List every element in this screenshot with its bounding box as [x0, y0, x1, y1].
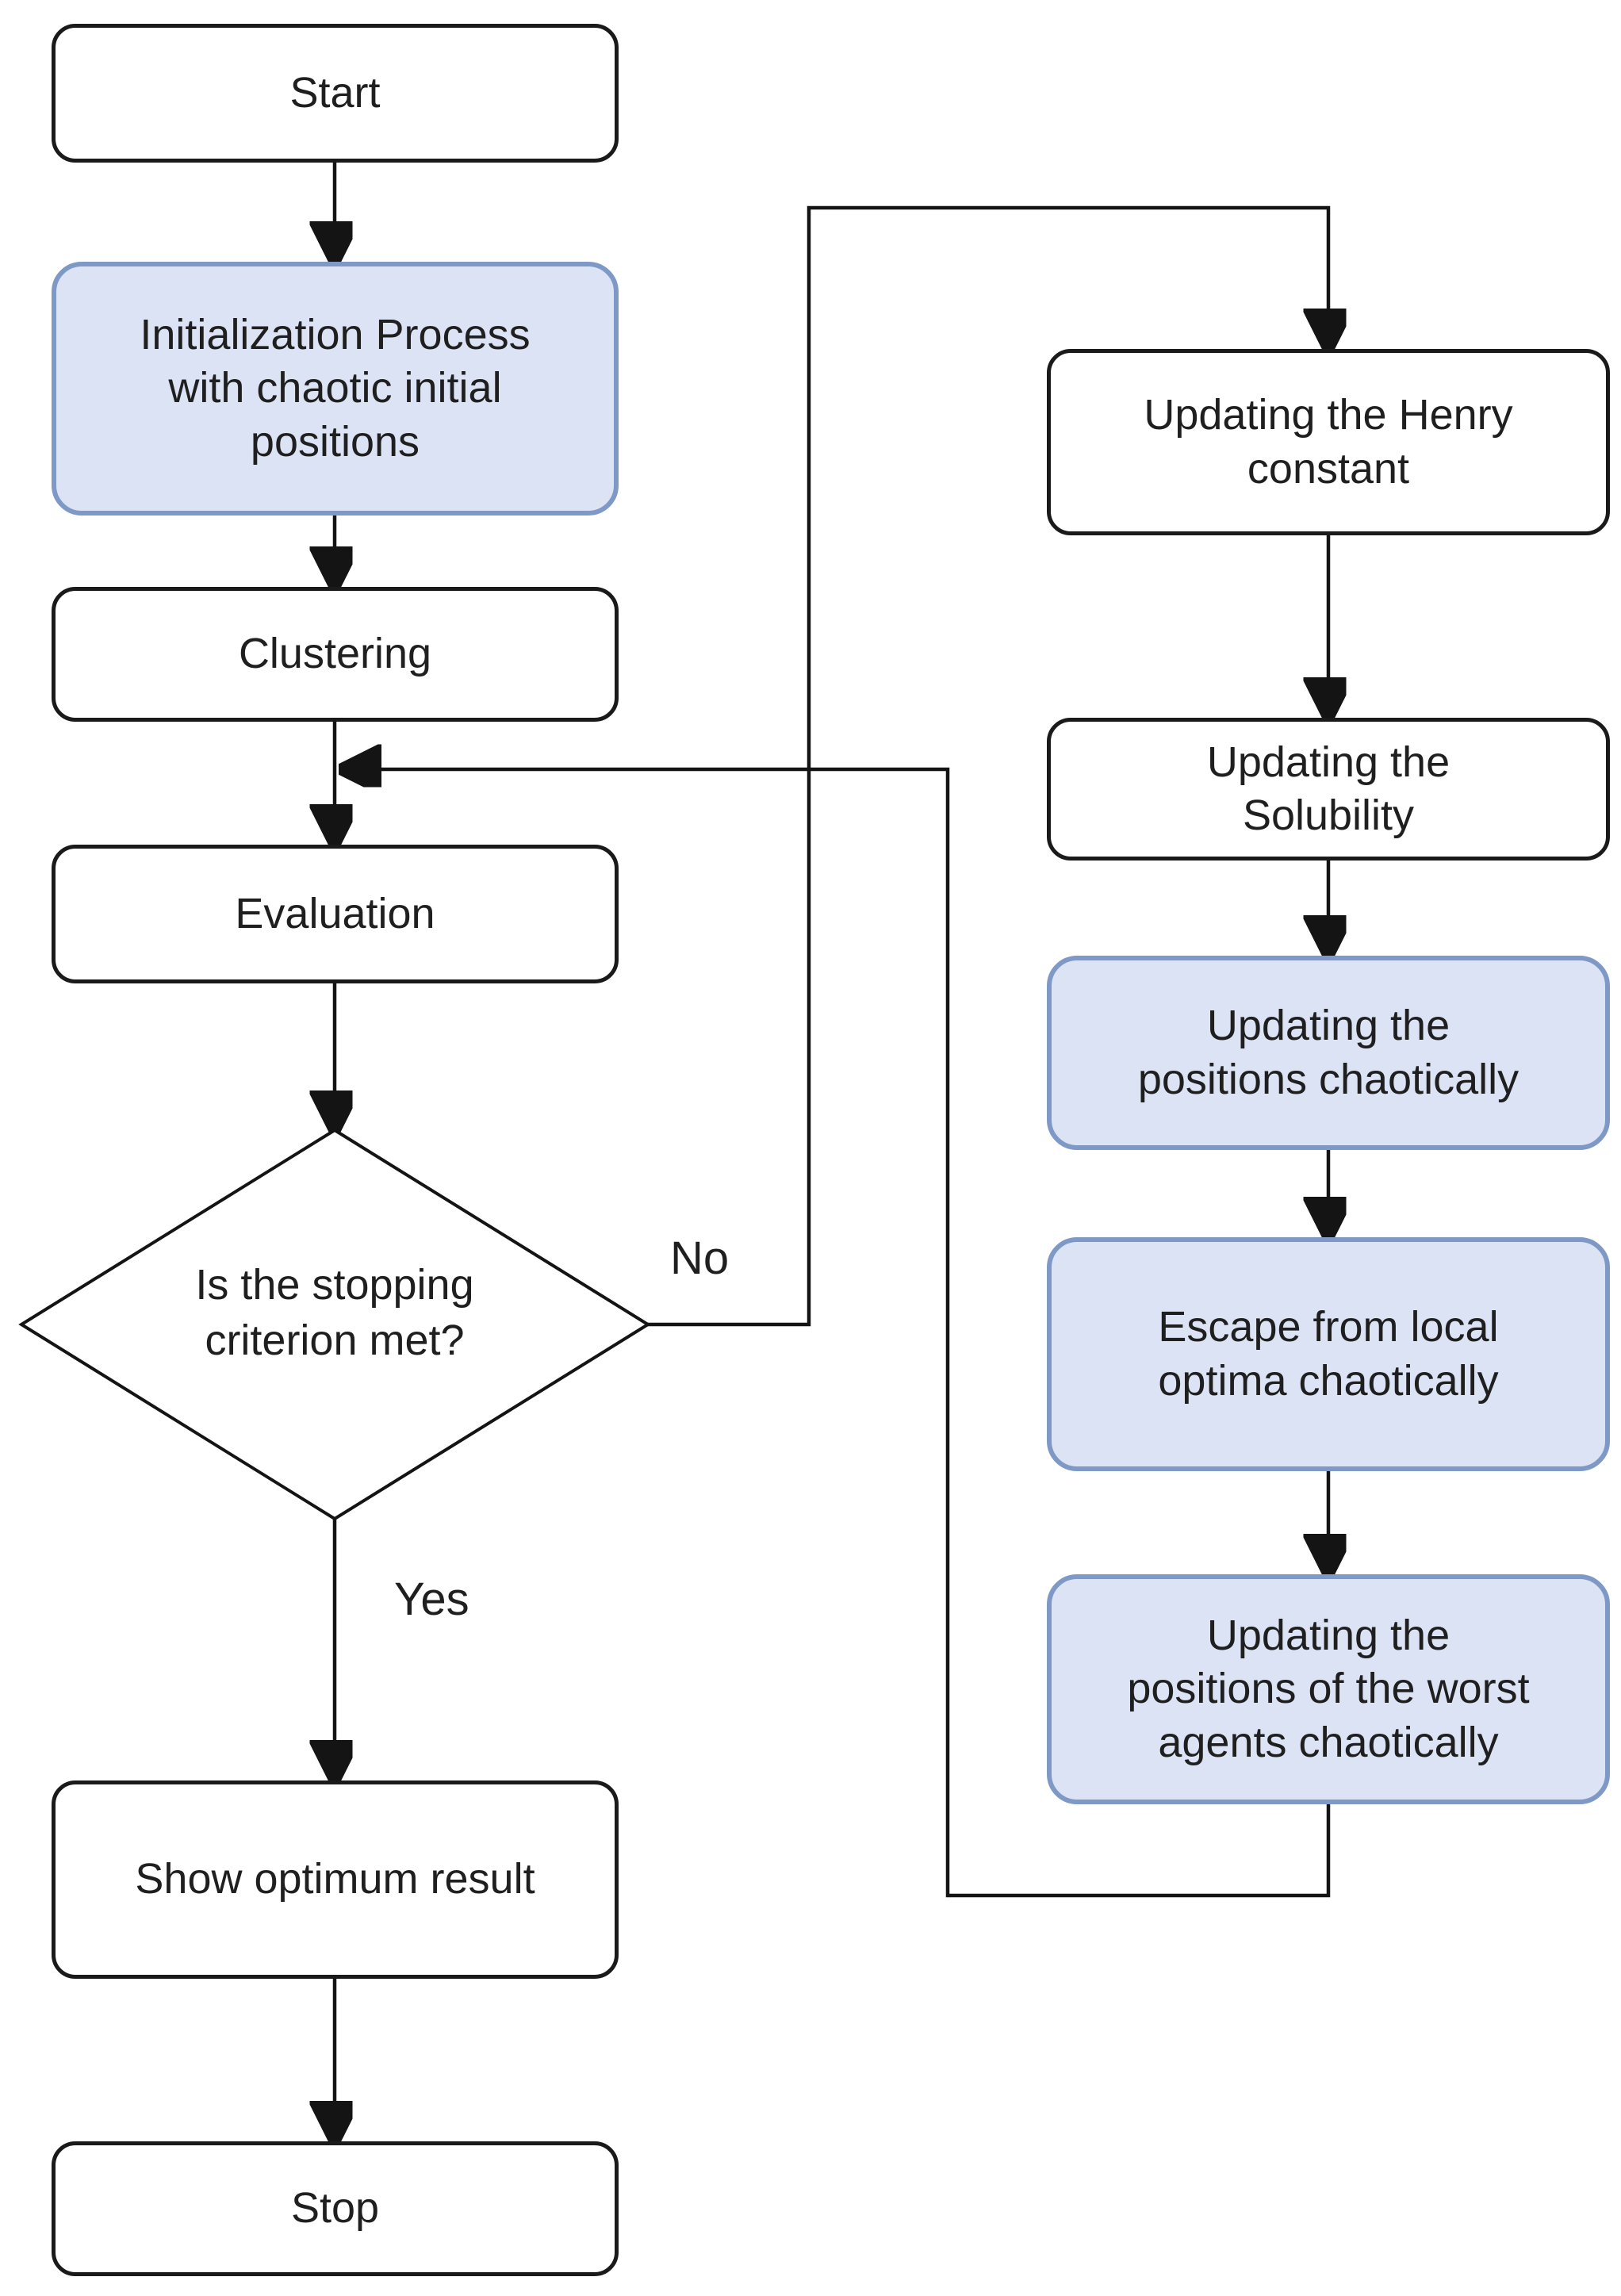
- node-stop: Stop: [52, 2141, 619, 2276]
- node-evaluation: Evaluation: [52, 845, 619, 983]
- node-updating-solubility: Updating the Solubility: [1047, 718, 1610, 861]
- node-updating-henry-constant: Updating the Henry constant: [1047, 349, 1610, 535]
- node-initialization-process: Initialization Process with chaotic init…: [52, 262, 619, 516]
- edge-decision-henry-no: [648, 205, 1328, 1327]
- node-updating-positions-chaotically: Updating the positions chaotically: [1047, 956, 1610, 1150]
- edge-worst-loopback: [347, 769, 1331, 1898]
- edge-label-no: No: [670, 1232, 730, 1284]
- node-start: Start: [52, 24, 619, 163]
- decision-label: Is the stopping criterion met?: [195, 1261, 474, 1365]
- node-escape-local-optima: Escape from local optima chaotically: [1047, 1237, 1610, 1471]
- node-show-optimum-result: Show optimum result: [52, 1780, 619, 1979]
- edge-label-yes: Yes: [394, 1573, 469, 1625]
- node-updating-worst-agents: Updating the positions of the worst agen…: [1047, 1574, 1610, 1804]
- decision-diamond-shape: [18, 1128, 651, 1521]
- node-clustering: Clustering: [52, 587, 619, 722]
